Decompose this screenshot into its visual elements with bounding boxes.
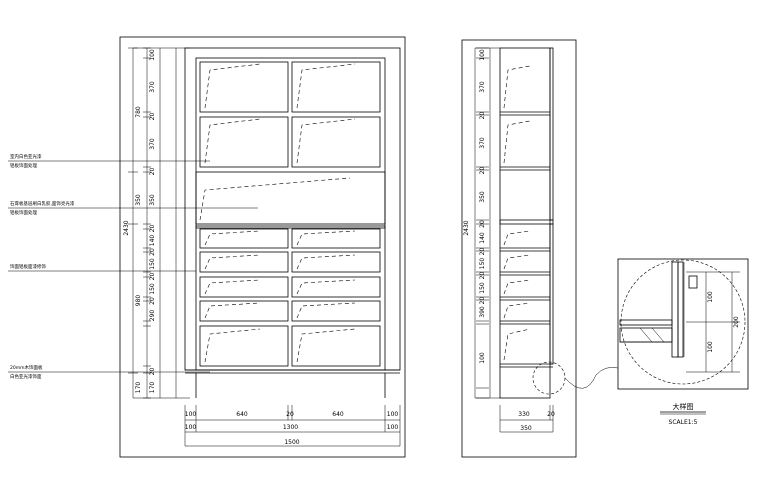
panel xyxy=(291,61,381,113)
annotation: 铝板饰面处理 xyxy=(10,209,37,216)
front-height-dim: 140 xyxy=(149,235,156,247)
annotation: 室内白色亚光漆 xyxy=(10,153,42,160)
front-bottom-dim: 640 xyxy=(236,411,248,418)
detail-dim: 100 xyxy=(707,341,714,353)
side-height-dim: 350 xyxy=(479,191,486,203)
front-bottom-dim: 100 xyxy=(185,424,197,431)
annotation: 白色亚光漆饰面 xyxy=(10,373,42,380)
front-height-dim: 150 xyxy=(149,283,156,295)
drawer xyxy=(291,276,381,298)
front-height-dim: 150 xyxy=(149,258,156,270)
detail-scale: SCALE1:5 xyxy=(669,419,698,426)
front-height-dim: 20 xyxy=(149,297,156,305)
side-height-dim: 100 xyxy=(479,352,486,364)
detail-title: 大样图 xyxy=(673,402,694,411)
side-height-dim: 370 xyxy=(479,81,486,93)
annotations: 室内白色亚光漆 铝板饰面处理 石膏板基层刷白乳胶,面饰亮光漆 铝板饰面处理 饰面… xyxy=(8,153,258,380)
front-section-dim: 170 xyxy=(135,382,142,394)
side-height-dim: 100 xyxy=(479,49,486,61)
panel xyxy=(199,116,289,168)
side-overall-height: 2430 xyxy=(463,220,470,235)
annotation: 铝板饰面处理 xyxy=(10,162,37,169)
front-bottom-dim: 100 xyxy=(387,411,399,418)
front-height-dim: 290 xyxy=(149,310,156,322)
front-height-dim: 370 xyxy=(149,138,156,150)
cabinet-inner xyxy=(195,57,386,371)
front-height-dim: 20 xyxy=(149,248,156,256)
detail-dim: 100 xyxy=(707,291,714,303)
annotation: 石膏板基层刷白乳胶,面饰亮光漆 xyxy=(10,200,75,207)
side-height-dim: 150 xyxy=(479,282,486,294)
side-sheet-border xyxy=(461,39,577,458)
side-height-dim: 20 xyxy=(479,112,486,120)
front-bottom-dim: 20 xyxy=(286,411,294,418)
front-bottom-dim: 1300 xyxy=(283,424,298,431)
front-bottom-dim: 100 xyxy=(185,411,197,418)
front-bottom-dim: 640 xyxy=(332,411,344,418)
drawer xyxy=(199,228,289,249)
front-height-dim: 20 xyxy=(149,368,156,376)
front-height-dim: 20 xyxy=(149,113,156,121)
side-height-dim: 20 xyxy=(479,248,486,256)
front-height-dim: 350 xyxy=(149,194,156,206)
detail-circle xyxy=(620,259,746,385)
drawer xyxy=(199,251,289,273)
front-height-dim: 20 xyxy=(149,273,156,281)
annotation: 20mm木饰面板 xyxy=(10,364,43,371)
side-height-dim: 20 xyxy=(479,167,486,175)
side-body xyxy=(499,47,551,399)
drawer xyxy=(291,251,381,273)
detail-frame xyxy=(617,258,749,390)
front-overall-height: 2430 xyxy=(123,220,130,235)
side-height-dim: 150 xyxy=(479,258,486,270)
drawer xyxy=(291,228,381,249)
side-total-depth: 350 xyxy=(520,425,532,432)
front-bottom-dim: 100 xyxy=(387,424,399,431)
front-sheet-border xyxy=(119,36,406,458)
side-height-dim: 20 xyxy=(479,220,486,228)
front-section-dim: 980 xyxy=(135,295,142,307)
drawer xyxy=(199,325,289,367)
side-height-dim: 390 xyxy=(479,306,486,318)
front-height-dim: 170 xyxy=(149,382,156,394)
front-height-dim: 20 xyxy=(149,225,156,233)
front-total-width: 1500 xyxy=(284,439,299,446)
side-bottom-dim: 20 xyxy=(547,411,555,418)
side-bottom-dim: 330 xyxy=(518,411,530,418)
side-elevation: 100370203702035020140201502015020390100 … xyxy=(461,39,619,458)
front-height-dim: 370 xyxy=(149,81,156,93)
front-section-dim: 350 xyxy=(135,194,142,206)
panel xyxy=(291,116,381,168)
side-height-dim: 140 xyxy=(479,232,486,244)
front-elevation: 1003702037020350201402015020150202902017… xyxy=(119,36,406,458)
cabinet-frame xyxy=(184,47,401,371)
annotation: 饰面铝板面漆修饰 xyxy=(10,263,46,270)
detail-view: 100 100 200 大样图 SCALE1:5 xyxy=(617,258,749,426)
drawer xyxy=(199,276,289,298)
open-shelf xyxy=(195,171,386,225)
front-height-dim: 20 xyxy=(149,168,156,176)
front-height-dim: 100 xyxy=(149,49,156,61)
drawer xyxy=(291,325,381,367)
detail-dim: 200 xyxy=(733,316,740,328)
panel xyxy=(199,61,289,113)
side-height-dim: 20 xyxy=(479,297,486,305)
drawer xyxy=(291,300,381,322)
side-height-dim: 370 xyxy=(479,137,486,149)
front-section-dim: 780 xyxy=(135,106,142,118)
side-height-dim: 20 xyxy=(479,272,486,280)
drawer xyxy=(199,300,289,322)
